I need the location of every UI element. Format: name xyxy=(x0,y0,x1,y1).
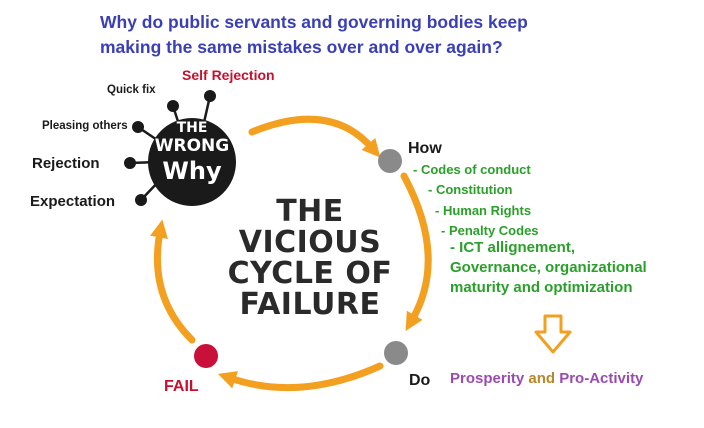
how-node xyxy=(378,149,402,173)
pro-activity-word: Pro-Activity xyxy=(559,370,644,387)
do-label: Do xyxy=(409,372,431,389)
ict-line-2: Governance, organizational xyxy=(450,259,647,276)
how-item-3: - Human Rights xyxy=(435,203,532,218)
ict-block: - ICT allignement, Governance, organizat… xyxy=(450,238,647,298)
label-expectation: Expectation xyxy=(30,193,116,210)
center-line-4: FAILURE xyxy=(239,287,381,322)
arrow-to-fail xyxy=(217,362,384,392)
label-pleasing-others: Pleasing others xyxy=(42,120,128,132)
question-line-1: Why do public servants and governing bod… xyxy=(100,12,528,32)
how-label: How xyxy=(408,140,442,157)
spoke-knobs xyxy=(124,90,216,206)
how-item-2: - Constitution xyxy=(428,182,513,197)
center-title: THE VICIOUS CYCLE OF FAILURE xyxy=(210,196,410,320)
center-line-3: CYCLE OF xyxy=(227,256,393,291)
label-rejection: Rejection xyxy=(32,155,100,172)
prosperity-word: Prosperity xyxy=(450,370,525,387)
center-line-2: VICIOUS xyxy=(238,225,382,260)
wrong-why-label: THE WRONG Why xyxy=(149,120,235,186)
prosperity-line: Prosperity and Pro-Activity xyxy=(450,370,643,387)
do-node xyxy=(384,341,408,365)
arrow-to-wrong-why xyxy=(150,219,196,344)
how-item-4: - Penalty Codes xyxy=(441,223,539,238)
wrong-why-circle xyxy=(148,118,236,206)
question-line-2: making the same mistakes over and over a… xyxy=(100,37,503,57)
label-quick-fix: Quick fix xyxy=(107,84,156,96)
label-self-rejection: Self Rejection xyxy=(182,67,275,83)
center-line-1: THE xyxy=(276,194,344,229)
down-arrow-icon xyxy=(534,314,572,354)
arrow-to-do xyxy=(400,172,432,332)
fail-label: FAIL xyxy=(164,378,199,395)
and-word: and xyxy=(528,370,556,387)
wrong-why-line-3: Why xyxy=(162,157,222,185)
ict-line-1: - ICT allignement, xyxy=(450,239,576,256)
wrong-why-line-2: WRONG xyxy=(154,136,230,156)
arrow-to-how xyxy=(248,115,381,158)
question-heading: Why do public servants and governing bod… xyxy=(100,10,570,60)
how-item-1: - Codes of conduct xyxy=(413,162,531,177)
fail-node xyxy=(194,344,218,368)
ict-line-3: maturity and optimization xyxy=(450,279,633,296)
wrong-why-line-1: THE xyxy=(176,120,208,136)
